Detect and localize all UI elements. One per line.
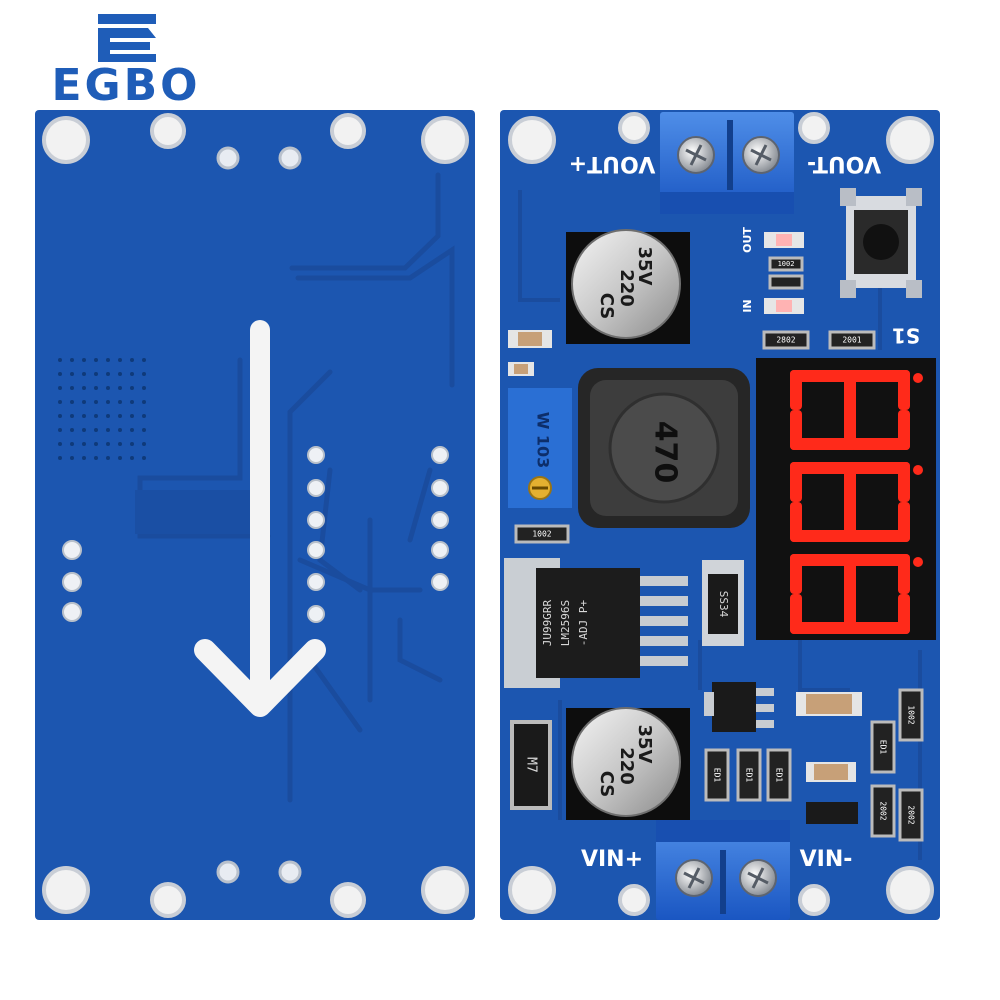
display-segment	[844, 370, 856, 450]
capacitor-value-label: 220	[616, 747, 637, 785]
push-button-s1[interactable]	[840, 188, 922, 298]
display-decimal-point	[913, 373, 923, 383]
vin-terminal-block	[656, 820, 790, 920]
display-decimal-point	[913, 557, 923, 567]
vin-plus-label: VIN+	[581, 847, 643, 872]
back-solder-pads	[62, 446, 449, 623]
inductor-label: 470	[648, 421, 683, 484]
regulator-label-line3: -ADJ P+	[577, 599, 590, 646]
resistor-label: 1002	[778, 260, 795, 268]
pcb-back-side	[35, 110, 475, 920]
down-arrow-icon	[194, 320, 326, 717]
display-segment	[790, 554, 802, 594]
display-segment	[790, 502, 802, 542]
display-segment	[790, 462, 802, 502]
display-segment	[898, 462, 910, 502]
resistor-label: 2002	[907, 805, 916, 824]
out-led	[764, 232, 804, 248]
display-segment	[844, 554, 856, 634]
smd-resistors-top	[762, 256, 876, 350]
mounting-holes-back	[42, 113, 469, 918]
potentiometer-label: W 103	[534, 412, 553, 469]
regulator-label-line2: LM2596S	[559, 600, 572, 646]
sot-transistor	[704, 682, 774, 732]
display-segment	[898, 554, 910, 594]
resistor-label: ED1	[713, 768, 722, 783]
lm2596-regulator: JU99GRR LM2596S -ADJ P+	[504, 558, 688, 688]
vin-minus-label: VIN-	[800, 847, 853, 872]
power-inductor: 470	[578, 368, 750, 528]
capacitor-value-label: 220	[616, 269, 637, 307]
mounting-holes-front	[508, 112, 934, 916]
out-led-label: OUT	[741, 227, 754, 253]
display-segment	[898, 410, 910, 450]
vout-minus-label: VOUT-	[807, 151, 881, 176]
display-segment	[790, 410, 802, 450]
resistor-label: 2002	[879, 801, 888, 820]
display-digit	[790, 462, 923, 542]
smd-capacitors-left	[508, 330, 552, 376]
brand-logo-text: EGBO	[51, 60, 200, 111]
display-segment	[790, 370, 802, 410]
resistor-label: 2001	[842, 336, 861, 345]
trim-potentiometer[interactable]: W 103	[508, 388, 572, 508]
brand-logo-mark-icon	[98, 14, 156, 62]
display-segment	[898, 594, 910, 634]
via-grid	[58, 358, 146, 460]
display-digit	[790, 370, 923, 450]
smd-resistors-bottom	[704, 688, 924, 842]
brand-logo: EGBO	[51, 14, 200, 111]
electrolytic-capacitor-bottom: 35V 220 CS	[566, 707, 690, 820]
display-segment	[898, 370, 910, 410]
pcb-front-side: VOUT+ VOUT- S1 OUT IN	[500, 110, 940, 920]
capacitor-voltage-label: 35V	[634, 247, 655, 286]
regulator-label-line1: JU99GRR	[541, 599, 554, 646]
resistor-label: 1002	[532, 530, 551, 539]
display-segment	[898, 502, 910, 542]
in-led	[764, 298, 804, 314]
resistor-label: 2802	[776, 336, 795, 345]
seven-segment-display	[756, 358, 936, 640]
capacitor-brand-label: CS	[596, 293, 617, 320]
display-segment	[844, 462, 856, 542]
resistor-label: ED1	[879, 740, 888, 755]
resistor-label: ED1	[775, 768, 784, 783]
m7-label: M7	[524, 757, 539, 773]
electrolytic-capacitor-top: 35V 220 CS	[566, 229, 690, 344]
capacitor-brand-label: CS	[596, 771, 617, 798]
display-segment	[790, 594, 802, 634]
in-led-label: IN	[741, 299, 754, 312]
schottky-diode: SS34	[702, 560, 744, 646]
vout-plus-label: VOUT+	[569, 151, 656, 176]
resistor-label: 1002	[907, 705, 916, 724]
vout-terminal-block	[660, 112, 794, 214]
diode-label: SS34	[717, 591, 730, 618]
capacitor-voltage-label: 35V	[634, 725, 655, 764]
smd-resistor-pot: 1002	[514, 524, 570, 544]
resistor-label: ED1	[745, 768, 754, 783]
m7-diode: M7	[510, 720, 552, 810]
display-decimal-point	[913, 465, 923, 475]
display-digit	[790, 554, 923, 634]
switch-label: S1	[892, 324, 920, 348]
